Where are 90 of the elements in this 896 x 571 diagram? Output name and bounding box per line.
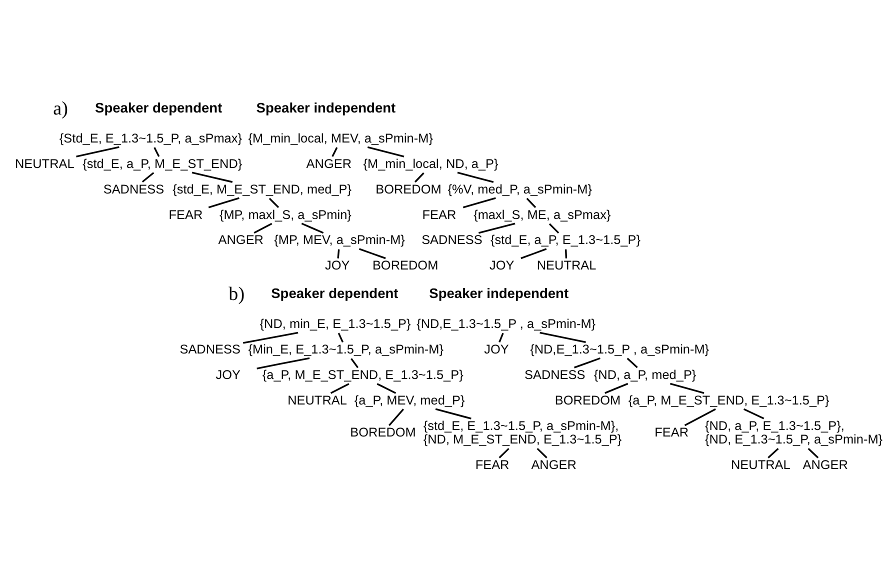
- connector: [337, 248, 340, 258]
- node-text: {a_P, M_E_ST_END, E_1.3~1.5_P}: [262, 366, 464, 382]
- node-text: {ND, min_E, E_1.3~1.5_P}: [260, 316, 411, 331]
- node-text: BOREDOM: [554, 392, 621, 407]
- connector: [376, 382, 396, 394]
- connector: [478, 222, 516, 234]
- connector: [243, 331, 298, 344]
- connector: [192, 171, 233, 182]
- node-text: {M_min_local, MEV, a_sPmin-M}: [248, 130, 433, 145]
- connector: [76, 146, 120, 157]
- connector: [548, 222, 560, 234]
- label: Speaker dependent: [95, 100, 222, 115]
- node-text: {std_E, a_P, M_E_ST_END}: [82, 155, 242, 170]
- connector: [684, 408, 716, 426]
- node-text: JOY: [216, 366, 241, 382]
- node-text: JOY: [489, 257, 514, 272]
- node-text: SADNESS: [524, 366, 586, 382]
- node-text: BOREDOM: [376, 180, 442, 196]
- node-text: {ND, a_P, E_1.3~1.5_P}, {ND, E_1.3~1.5_P, a_sPmin-M}: [704, 417, 883, 446]
- node-text: BOREDOM: [372, 257, 438, 272]
- connector: [498, 332, 504, 342]
- connector: [256, 356, 310, 369]
- node-text: {a_P, MEV, med_P}: [354, 392, 465, 407]
- node-text: SADNESS: [180, 340, 241, 356]
- node-text: {ND, a_P, med_P}: [594, 366, 696, 382]
- connector: [457, 171, 494, 182]
- connector: [330, 382, 350, 394]
- connector: [358, 248, 386, 259]
- connector: [301, 222, 324, 234]
- connector: [626, 357, 638, 368]
- connector: [367, 146, 404, 157]
- node-text: SADNESS: [422, 232, 482, 247]
- label: Speaker dependent: [271, 286, 398, 301]
- node-text: ANGER: [306, 155, 352, 170]
- node-text: JOY: [484, 340, 509, 356]
- connector: [435, 408, 472, 419]
- connector: [350, 358, 358, 368]
- connector: [208, 196, 240, 208]
- label: Speaker independent: [256, 100, 396, 115]
- node-text: {std_E, a_P, E_1.3~1.5_P}: [490, 232, 641, 247]
- node-text: FEAR: [422, 206, 456, 222]
- connector: [254, 222, 272, 234]
- node-text: {maxl_S, ME, a_sPmax}: [474, 206, 611, 222]
- node-text: ANGER: [531, 456, 576, 472]
- label: b): [228, 284, 245, 305]
- node-text: {M_min_local, ND, a_P}: [363, 155, 498, 170]
- node-text: NEUTRAL: [288, 392, 347, 407]
- connector: [498, 447, 510, 458]
- label: a): [53, 98, 68, 120]
- connector: [536, 447, 548, 458]
- node-text: NEUTRAL: [14, 155, 74, 170]
- node-text: FEAR: [168, 206, 203, 222]
- connector: [808, 447, 819, 458]
- connector: [604, 382, 628, 394]
- connector: [670, 382, 704, 394]
- connector: [540, 331, 586, 342]
- node-text: {Std_E, E_1.3~1.5_P, a_sPmax}: [59, 130, 242, 145]
- node-text: SADNESS: [103, 180, 164, 196]
- node-text: {%V, med_P, a_sPmin-M}: [448, 180, 592, 196]
- node-text: {a_P, M_E_ST_END, E_1.3~1.5_P}: [628, 392, 830, 407]
- node-text: {MP, MEV, a_sPmin-M}: [274, 232, 405, 247]
- connector: [414, 172, 424, 182]
- label: Speaker independent: [429, 286, 569, 301]
- node-text: {MP, maxl_S, a_sPmin}: [219, 206, 352, 222]
- connector: [462, 196, 496, 208]
- connector: [768, 447, 779, 458]
- node-text: {std_E, E_1.3~1.5_P, a_sPmin-M}, {ND, M_E_ST_END, E_1.3~1.5_P}: [423, 417, 622, 446]
- connector: [268, 197, 280, 208]
- node-text: NEUTRAL: [536, 257, 596, 272]
- node-text: JOY: [325, 257, 350, 272]
- node-text: {ND,E_1.3~1.5_P , a_sPmin-M}: [416, 316, 596, 331]
- connector: [520, 248, 547, 259]
- connector: [332, 146, 338, 156]
- connector: [154, 146, 160, 156]
- connector: [338, 332, 344, 342]
- connector: [526, 197, 536, 208]
- connector: [142, 172, 154, 182]
- node-text: ANGER: [218, 232, 264, 247]
- connector: [574, 356, 600, 368]
- node-text: {Min_E, E_1.3~1.5_P, a_sPmin-M}: [248, 340, 444, 356]
- connector: [564, 248, 568, 258]
- node-text: {std_E, M_E_ST_END, med_P}: [172, 180, 352, 196]
- node-text: FEAR: [654, 424, 689, 440]
- node-text: {ND,E_1.3~1.5_P , a_sPmin-M}: [530, 340, 710, 356]
- node-text: FEAR: [475, 456, 510, 472]
- node-text: BOREDOM: [350, 424, 416, 440]
- connector: [388, 408, 404, 426]
- node-text: ANGER: [802, 456, 848, 472]
- connector: [744, 408, 764, 419]
- node-text: NEUTRAL: [730, 456, 790, 472]
